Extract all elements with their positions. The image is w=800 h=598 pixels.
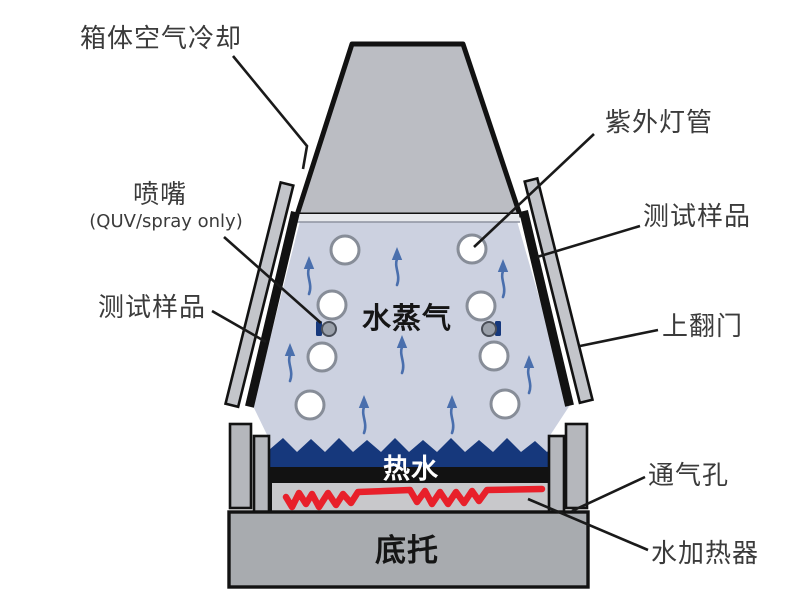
label-flip-up-door: 上翻门	[662, 312, 743, 342]
spray-nozzle-right	[481, 321, 501, 337]
hot-water	[269, 438, 552, 470]
label-uv-lamp: 紫外灯管	[605, 108, 713, 138]
support-column	[228, 422, 253, 510]
leader-test-sample-right	[536, 224, 641, 259]
lamp-circle	[478, 340, 510, 372]
label-base-support: 底托	[375, 533, 439, 569]
flip-up-door-left	[223, 180, 295, 409]
water-heater-element	[282, 485, 546, 511]
label-vent-hole: 通气孔	[648, 461, 729, 491]
spray-nozzle-left	[316, 321, 337, 337]
label-hot-water: 热水	[383, 454, 439, 485]
hood-bottom-strip	[297, 214, 520, 222]
support-column	[564, 422, 589, 510]
lamp-circle	[465, 290, 497, 322]
lamp-circle	[489, 388, 521, 420]
leader-uv-lamp	[473, 133, 595, 248]
label-water-heater: 水加热器	[651, 539, 759, 569]
leader-cabinet-air-cooling	[231, 55, 309, 170]
leader-nozzle	[223, 236, 322, 324]
label-nozzle-note: (QUV/spray only)	[89, 211, 242, 232]
base-support	[227, 510, 590, 589]
flip-up-door-right	[523, 176, 595, 405]
lamp-circle	[306, 341, 338, 373]
lamp-circle	[316, 289, 348, 321]
support-columns	[228, 422, 589, 515]
lamp-circle	[329, 234, 361, 266]
leader-flip-up-door	[579, 328, 659, 348]
leader-water-heater	[527, 497, 649, 552]
leader-test-sample-left	[211, 309, 267, 344]
label-cabinet-air-cooling: 箱体空气冷却	[80, 24, 242, 54]
label-nozzle: 喷嘴	[133, 180, 187, 210]
label-test-sample-right: 测试样品	[643, 202, 751, 232]
test-sample-panel-left	[245, 211, 300, 408]
label-water-vapor: 水蒸气	[362, 301, 452, 335]
label-test-sample-left: 测试样品	[98, 293, 206, 323]
hood	[294, 41, 523, 218]
lamp-circle	[294, 389, 326, 421]
test-sample-panel-right	[519, 210, 574, 407]
water-pan-bottom	[269, 467, 554, 482]
chamber-interior	[253, 221, 570, 455]
leader-vent-hole	[571, 475, 646, 513]
support-column	[252, 434, 271, 515]
support-column	[547, 434, 566, 515]
leader-lines	[211, 55, 659, 552]
